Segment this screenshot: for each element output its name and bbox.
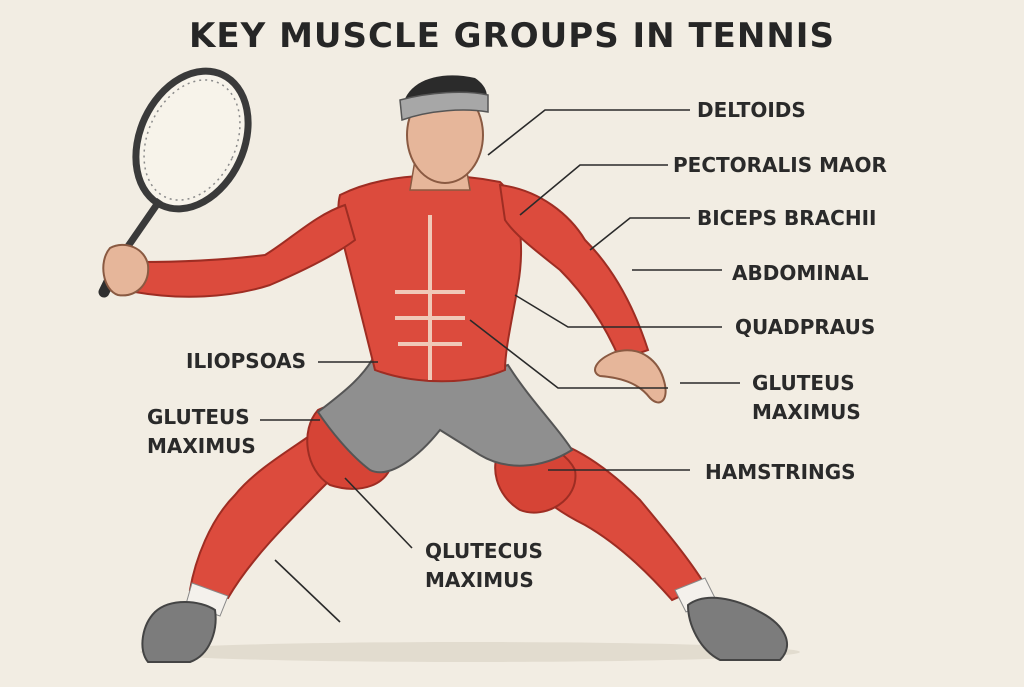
label-quadpraus: QUADPRAUS	[735, 315, 876, 339]
label-qlutecus-line2: MAXIMUS	[425, 568, 534, 592]
abdominal-lines	[395, 215, 465, 380]
ground-shadow	[140, 642, 800, 662]
tennis-racket-icon	[98, 67, 252, 298]
label-gluteus-right: GLUTEUS MAXIMUS	[752, 369, 861, 427]
label-gluteus-left-line1: GLUTEUS	[147, 405, 250, 429]
label-gluteus-left: GLUTEUS MAXIMUS	[147, 403, 256, 461]
label-gluteus-right-line2: MAXIMUS	[752, 400, 861, 424]
diagram-title: KEY MUSCLE GROUPS IN TENNIS	[189, 16, 835, 56]
shoes	[141, 596, 789, 663]
right-hand	[594, 349, 667, 404]
left-hand	[102, 243, 150, 297]
label-deltoids: DELTOIDS	[697, 98, 806, 122]
label-hamstrings: HAMSTRINGS	[705, 460, 856, 484]
left-arm	[133, 203, 357, 298]
headband-icon	[399, 91, 489, 122]
label-abdominal: ABDOMINAL	[732, 261, 869, 285]
label-gluteus-left-line2: MAXIMUS	[147, 434, 256, 458]
label-iliopsoas: ILIOPSOAS	[186, 349, 307, 373]
label-qlutecus: QLUTECUS MAXIMUS	[425, 537, 543, 595]
label-pectoralis: PECTORALIS MAOR	[673, 153, 887, 177]
label-biceps: BICEPS BRACHII	[697, 206, 877, 230]
label-gluteus-right-line1: GLUTEUS	[752, 371, 855, 395]
right-arm	[498, 183, 650, 362]
label-qlutecus-line1: QLUTECUS	[425, 539, 543, 563]
leader-lines	[260, 109, 740, 623]
